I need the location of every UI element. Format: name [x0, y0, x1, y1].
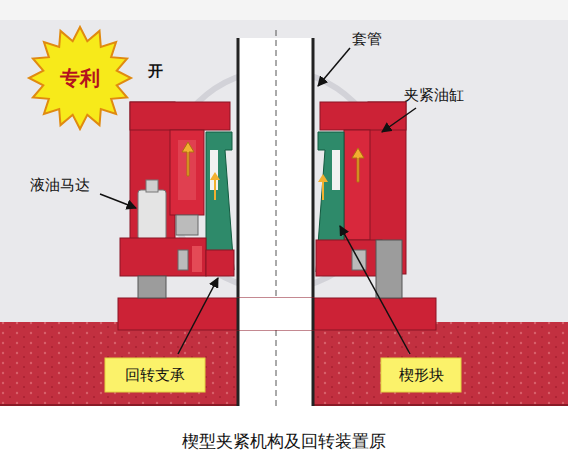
star-text: 专利 — [60, 65, 100, 92]
callout-text: 楔形块 — [399, 366, 444, 385]
patent-star: 专利 — [26, 26, 134, 130]
part-label: 液油马达 — [30, 176, 90, 195]
callout-box: 回转支承 — [105, 358, 205, 392]
part-label: 夹紧油缸 — [404, 86, 464, 105]
callout-text: 回转支承 — [125, 366, 185, 385]
part-label: 套管 — [352, 30, 382, 49]
figure-caption: 楔型夹紧机构及回转装置原 — [182, 430, 386, 453]
callout-box: 楔形块 — [381, 358, 461, 392]
state-label: 开 — [148, 62, 163, 81]
